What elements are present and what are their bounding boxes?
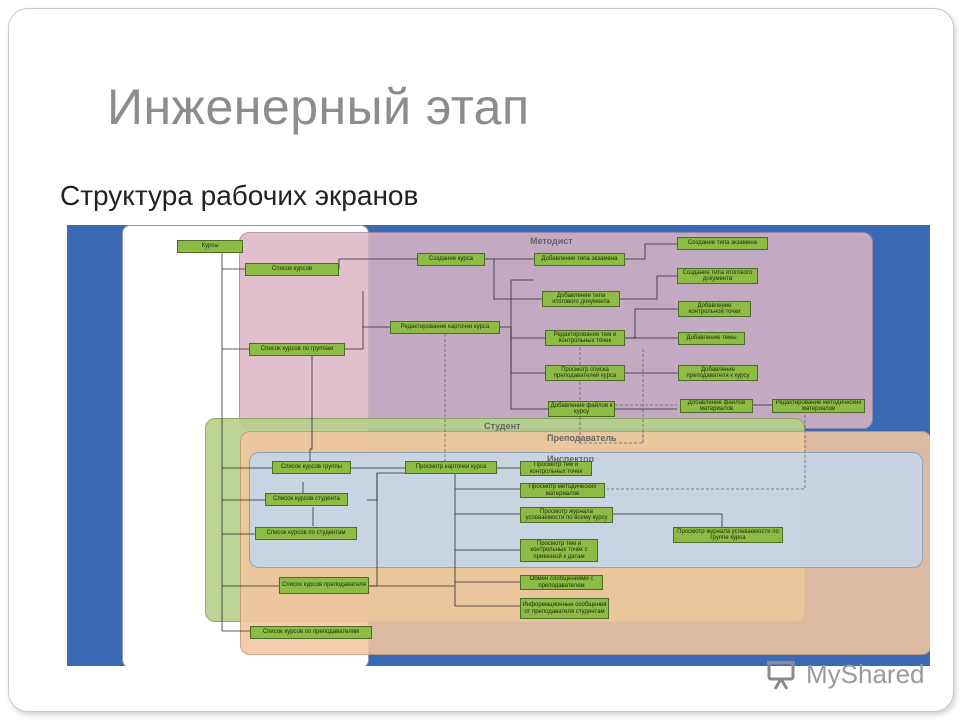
presentation-icon [767, 661, 795, 690]
connector-lines [221, 243, 806, 632]
dashed-connector [607, 415, 806, 490]
region-metodist-label: Методист [530, 236, 573, 246]
node-sozdanie-kursa: Создание курса [417, 253, 485, 266]
node-dobavlenie-prepodavatelya: Добавление преподавателя к курсу [678, 365, 758, 381]
node-prosmotr-spiska-prepodavatelei: Просмотр списка преподавателей курса [545, 365, 625, 381]
slide-subtitle: Структура рабочих экранов [60, 180, 419, 211]
node-dobavlenie-kontrolnoi-tochki: Добавление контрольной точки [678, 301, 751, 317]
node-dobavlenie-failov-k-kursu: Добавление файлов к курсу [548, 401, 615, 417]
node-kursy: Курсы [177, 240, 243, 253]
connector [510, 327, 548, 410]
node-dobavlenie-temy: Добавление темы [678, 332, 745, 345]
node-prosmotr-kartochki-kursa: Просмотр карточки курса [405, 461, 497, 474]
connector [510, 327, 545, 374]
node-redaktirovanie-metodicheskih: Редактирование методических материалов [772, 399, 865, 413]
node-prosmotr-tem: Просмотр тем и контрольных точек [520, 461, 592, 476]
node-spisok-kursov-prepodavatelya: Список курсов преподавателя [279, 577, 369, 594]
connector [338, 258, 417, 269]
node-prosmotr-zhurnala-ves-kurs: Просмотр журнала успеваемости по всему к… [520, 507, 613, 523]
node-dobavlenie-tipa-ekzamena: Добавление типа экзамена [534, 253, 625, 266]
screen-structure-diagram: Методист Студент Преподаватель Инспектор [67, 225, 930, 666]
node-spisok-kursov-po-studentam: Список курсов по студентам [255, 527, 357, 540]
connector [613, 513, 727, 529]
node-spisok-kursov-po-gruppam: Список курсов по группам [249, 343, 345, 356]
dashed-connector [579, 347, 644, 444]
node-prosmotr-zhurnala-gruppa: Просмотр журнала успеваемости по группе … [673, 527, 783, 543]
node-prosmotr-metodicheskih: Просмотр методических материалов [520, 483, 605, 498]
connector [367, 472, 405, 501]
node-sozdanie-tipa-ekzamena: Создание типа экзамена [677, 237, 768, 250]
connector [309, 349, 313, 461]
node-sozdanie-tipa-itogovogo: Создание типа итогового документа [677, 268, 758, 284]
node-redaktirovanie-tem: Редактирование тем и контрольных точек [545, 330, 625, 346]
connector [625, 243, 677, 260]
connector [500, 279, 534, 328]
region-inspector-label: Инспектор [547, 454, 595, 464]
node-obmen-soobscheniyami: Обмен сообщениями с преподавателем [520, 575, 603, 590]
connector [620, 275, 677, 300]
connector [345, 325, 364, 350]
connector [625, 308, 678, 339]
node-dobavlenie-failov-materialov: Добавление файлов материалов [680, 399, 753, 413]
node-spisok-kursov-po-prepodavatelyam: Список курсов по преподавателям [250, 626, 372, 639]
region-prepodavatel-label: Преподаватель [547, 433, 617, 443]
connector [510, 327, 545, 339]
connector [369, 473, 378, 587]
node-informacionnye-soobscheniya: Информационные сообщения от преподавател… [520, 598, 609, 619]
region-student-label: Студент [484, 421, 521, 431]
node-spisok-kursov-studenta: Список курсов студента [265, 493, 348, 506]
node-spisok-kursov-gruppy: Список курсов группы [272, 461, 351, 474]
node-redaktirovanie-kartochki: Редактирование карточки курса [390, 321, 500, 334]
myshared-logo: MyShared [766, 656, 925, 692]
connector [493, 259, 542, 300]
node-dobavlenie-tipa-itogovogo: Добавление типа итогового документа [542, 291, 620, 307]
logo-text: MyShared [806, 658, 925, 689]
connector [362, 291, 390, 328]
slide-title: Инженерный этап [107, 79, 530, 135]
node-prosmotr-tem-daty: Просмотр тем и контрольных точек с привя… [520, 539, 598, 562]
node-spisok-kursov: Список курсов [245, 263, 339, 276]
